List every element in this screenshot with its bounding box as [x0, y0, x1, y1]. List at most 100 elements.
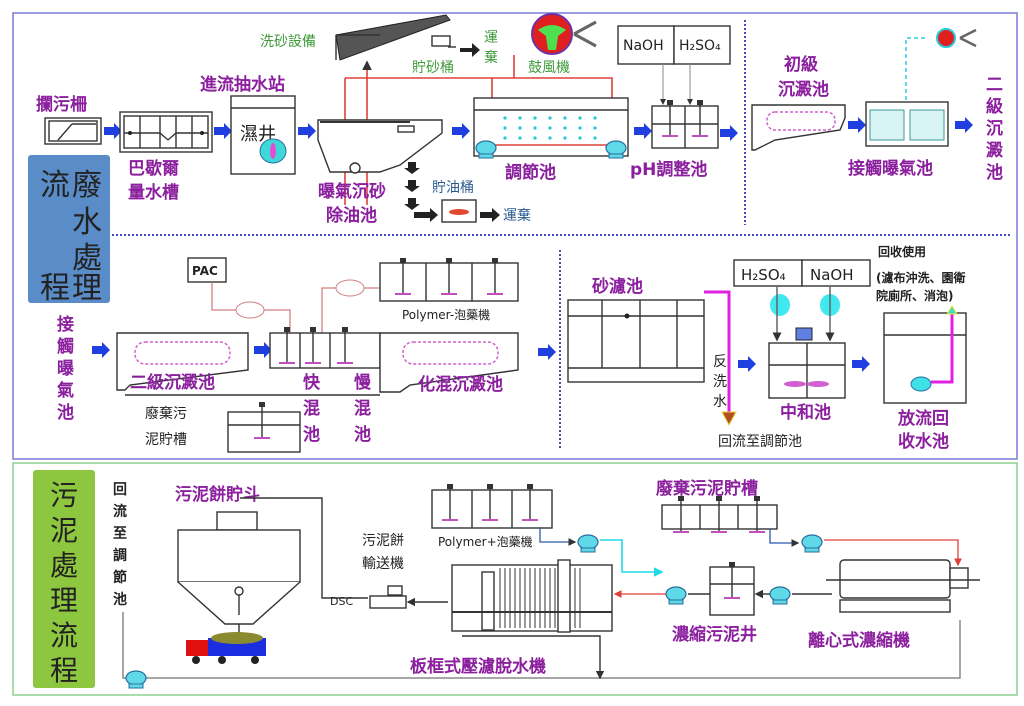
label-sludge-return: 節 — [113, 569, 127, 586]
label-reuse-2: (濾布沖洗、園衛 — [876, 270, 966, 285]
label-secondary-v: 澱 — [986, 141, 1004, 161]
return-line — [122, 612, 961, 679]
label-pac: PAC — [192, 264, 218, 278]
label-dsc: DSC — [330, 595, 353, 608]
label-contact-v: 觸 — [57, 336, 74, 357]
naoh-tank — [617, 25, 675, 65]
wet-well — [230, 95, 296, 175]
centrifuge — [839, 559, 951, 599]
label-contact-v: 曝 — [57, 359, 74, 379]
label-contact-v: 池 — [57, 402, 74, 423]
wastewater-title-badge — [28, 155, 110, 303]
label-secondary-clarifier: 二級沉澱池 — [130, 372, 215, 393]
sludge-title-char: 流 — [50, 619, 78, 652]
label-sludge-tank-2: 泥貯槽 — [145, 432, 187, 448]
label-sand-bucket: 貯砂桶 — [412, 60, 454, 76]
title-char: 流 — [40, 168, 70, 203]
title-char: 程 — [40, 271, 70, 306]
label-secondary-v: 池 — [986, 162, 1003, 183]
label-oil-bucket: 貯油桶 — [432, 180, 474, 196]
label-backwash: 反 — [713, 354, 727, 370]
title-char: 理 — [72, 271, 102, 306]
label-conveyor-2: 輸送機 — [362, 556, 404, 572]
sludge-title-char: 程 — [50, 654, 78, 687]
label-slow-mix: 混 — [354, 399, 371, 419]
label-reuse-1: 回收使用 — [878, 244, 926, 259]
screen-unit — [44, 117, 102, 145]
sand-filter — [567, 299, 705, 383]
primary-clarifier — [751, 104, 846, 151]
label-effluent-2: 收水池 — [898, 431, 949, 452]
grit-chamber — [317, 119, 443, 173]
label-chem-clarifier: 化混沉澱池 — [418, 374, 503, 395]
h2so4-tank — [673, 25, 731, 65]
label-grit-chamber-2: 除油池 — [326, 205, 377, 226]
secondary-clarifier — [116, 332, 249, 391]
label-conveyor-1: 污泥餅 — [362, 532, 404, 549]
pac-tank — [187, 257, 227, 283]
label-h2so4-2: H₂SO₄ — [741, 266, 786, 284]
label-thickening-well: 濃縮污泥井 — [672, 624, 757, 645]
sludge-title-char: 污 — [50, 479, 78, 512]
label-polymer: Polymer-泡藥機 — [402, 307, 490, 322]
sludge-title-char: 處 — [50, 549, 78, 582]
label-contact-v: 氣 — [57, 380, 74, 401]
label-haul-2: 棄 — [484, 50, 498, 66]
label-grit-washer: 洗砂設備 — [260, 34, 316, 50]
backwash-line — [704, 290, 731, 415]
wastewater-frame — [12, 12, 1018, 460]
label-rapid-mix: 混 — [303, 399, 320, 419]
label-slow-mix: 池 — [354, 424, 371, 445]
sludge-title-badge — [33, 470, 95, 688]
waste-sludge-tank — [227, 411, 301, 453]
label-rapid-mix: 池 — [303, 424, 320, 445]
label-effluent-1: 放流回 — [897, 408, 949, 429]
sludge-conveyor — [369, 595, 407, 609]
label-oil-haul: 運棄 — [503, 208, 531, 224]
label-contact-aeration: 接觸曝氣池 — [848, 158, 933, 179]
label-sludge-tank-1: 廢棄污 — [145, 405, 187, 422]
label-sand-filter: 砂濾池 — [592, 276, 643, 297]
sludge-title-char: 理 — [50, 584, 78, 617]
sludge-hopper — [177, 529, 301, 583]
label-hopper: 污泥餅貯斗 — [175, 484, 260, 505]
label-secondary-v: 級 — [986, 96, 1003, 117]
title-char: 水 — [72, 205, 102, 240]
label-backwash: 洗 — [713, 374, 727, 390]
grit-conveyor — [335, 14, 451, 61]
label-reuse-3: 院廁所、消泡) — [876, 288, 954, 303]
label-sludge-return: 流 — [113, 503, 127, 520]
title-char: 處 — [72, 241, 102, 276]
label-polymer-dosing: Polymer+泡藥機 — [438, 534, 533, 549]
parshall-flume — [119, 111, 213, 153]
label-sludge-return: 池 — [113, 591, 127, 608]
label-equalization: 調節池 — [505, 162, 556, 183]
label-rapid-mix: 快 — [303, 372, 321, 393]
label-pump-station: 進流抽水站 — [200, 74, 285, 95]
label-screen: 攔污柵 — [36, 94, 87, 115]
label-sludge-return: 至 — [113, 526, 127, 542]
filter-press — [451, 564, 613, 632]
label-haul-1: 運 — [484, 30, 498, 46]
label-primary-1: 初級 — [784, 54, 818, 75]
label-primary-2: 沉澱池 — [778, 79, 829, 100]
title-char: 廢 — [72, 168, 102, 203]
label-naoh-2: NaOH — [810, 266, 854, 284]
label-contact-v: 接 — [57, 314, 74, 335]
label-h2so4-1: H₂SO₄ — [679, 38, 721, 54]
label-centrifuge: 離心式濃縮機 — [808, 630, 910, 651]
label-backwash: 水 — [713, 394, 727, 410]
sludge-frame — [12, 462, 1018, 696]
label-return-eq: 回流至調節池 — [718, 433, 802, 450]
label-sludge-return: 調 — [113, 547, 127, 564]
label-grit-chamber-1: 曝氣沉砂 — [318, 181, 386, 202]
hopper-feed-line — [240, 497, 368, 599]
label-parshall-2: 量水槽 — [128, 182, 179, 203]
label-parshall-1: 巴歇爾 — [128, 158, 179, 179]
label-secondary-v: 二 — [986, 75, 1003, 95]
label-waste-sludge-tank: 廢棄污泥貯槽 — [656, 478, 758, 499]
label-secondary-v: 沉 — [986, 118, 1003, 139]
label-blower: 鼓風機 — [528, 60, 570, 76]
polymer-dosing-tanks — [431, 489, 553, 529]
